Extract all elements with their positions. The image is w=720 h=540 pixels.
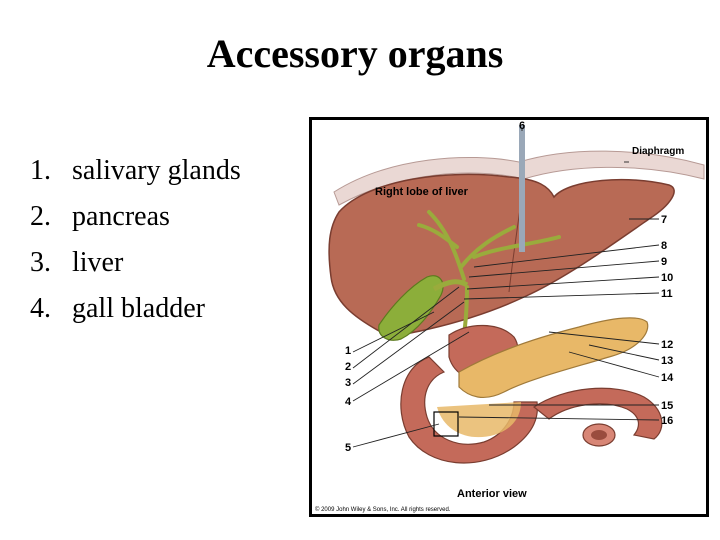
list-text: pancreas	[72, 201, 170, 232]
number-labels: 1 2 3 4 5 6 7 8 9 10 11 12 13 14 15 16	[345, 120, 674, 454]
cystic-duct	[432, 279, 469, 292]
leader-lines	[352, 129, 660, 448]
jejunum-lumen	[591, 430, 607, 440]
number-label: 4	[345, 396, 352, 408]
copyright-label: © 2009 John Wiley & Sons, Inc. All right…	[315, 506, 451, 513]
list-item: 2. pancreas	[30, 194, 241, 240]
diaphragm-label: Diaphragm	[632, 146, 684, 157]
number-label: 10	[661, 272, 673, 284]
number-label: 9	[661, 256, 667, 268]
list-number: 3.	[30, 247, 51, 278]
list-text: liver	[72, 247, 124, 278]
number-label: 11	[661, 288, 673, 300]
jejunum-illustration	[532, 387, 663, 440]
digestive-accessory-organs-illustration: Diaphragm Right lobe of liver Anterior v…	[309, 117, 709, 517]
number-label: 5	[345, 442, 351, 454]
number-label: 1	[345, 345, 351, 357]
view-label: Anterior view	[457, 488, 527, 500]
accessory-organs-list: 1. salivary glands 2. pancreas 3. liver 4. g…	[30, 148, 241, 332]
list-number: 1.	[30, 155, 51, 186]
list-number: 4.	[30, 293, 51, 324]
bile-ducts-illustration	[417, 210, 561, 364]
number-label: 12	[661, 339, 673, 351]
number-label: 6	[519, 120, 525, 132]
list-text: salivary glands	[72, 155, 241, 186]
number-label: 16	[661, 415, 673, 427]
list-item: 1. salivary glands	[30, 148, 241, 194]
gallbladder-illustration	[378, 275, 444, 341]
ampulla-highlight-box	[433, 411, 459, 437]
list-item: 4. gall bladder	[30, 286, 241, 332]
number-label: 3	[345, 377, 351, 389]
list-item: 3. liver	[30, 240, 241, 286]
slide-title: Accessory organs	[206, 31, 504, 76]
number-label: 14	[661, 372, 674, 384]
diaphragm-illustration	[333, 150, 705, 206]
number-label: 13	[661, 355, 673, 367]
right-lobe-label: Right lobe of liver	[375, 186, 469, 198]
number-label: 2	[345, 361, 351, 373]
number-label: 7	[661, 214, 667, 226]
number-label: 8	[661, 240, 667, 252]
list-text: gall bladder	[72, 293, 205, 324]
list-number: 2.	[30, 201, 51, 232]
number-label: 15	[661, 400, 673, 412]
